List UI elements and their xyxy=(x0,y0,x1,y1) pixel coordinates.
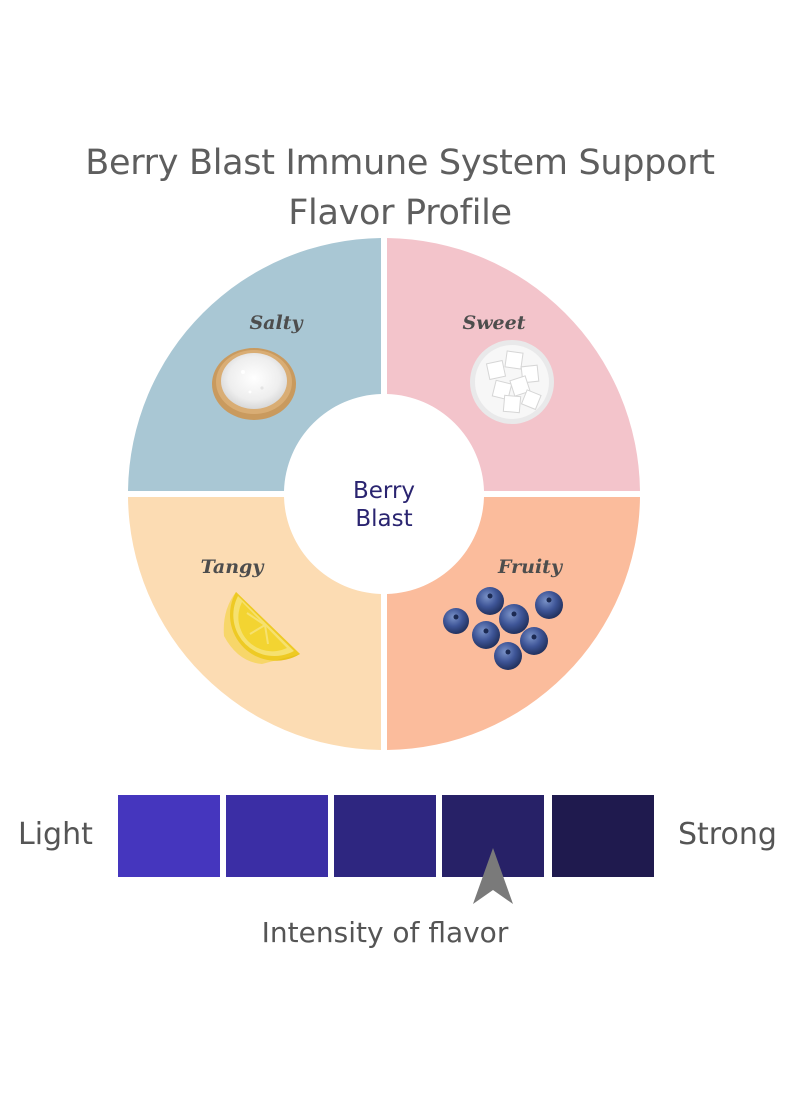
label-sweet: Sweet xyxy=(462,312,525,334)
intensity-level-2 xyxy=(226,795,328,877)
flavor-wheel: Salty Sweet Tangy Fruity xyxy=(128,238,640,750)
label-tangy: Tangy xyxy=(201,556,266,578)
chart-title: Berry Blast Immune System Support Flavor… xyxy=(0,138,800,238)
sugar-cubes-icon xyxy=(470,340,554,424)
intensity-pointer-icon xyxy=(473,848,513,904)
intensity-caption: Intensity of flavor xyxy=(261,916,509,949)
lemon-wedge-icon xyxy=(223,592,300,664)
intensity-high-label: Strong xyxy=(678,817,777,852)
intensity-level-5 xyxy=(552,795,654,877)
center-label-line-2: Blast xyxy=(355,506,412,532)
blueberries-icon xyxy=(443,587,563,670)
intensity-low-label: Light xyxy=(18,817,93,852)
intensity-level-1 xyxy=(118,795,220,877)
title-line-2: Flavor Profile xyxy=(288,193,512,233)
salt-bowl-icon xyxy=(212,348,296,420)
title-line-1: Berry Blast Immune System Support xyxy=(85,143,715,183)
label-salty: Salty xyxy=(249,312,304,334)
intensity-level-3 xyxy=(334,795,436,877)
center-label-line-1: Berry xyxy=(353,478,415,504)
label-fruity: Fruity xyxy=(497,556,564,578)
center-circle xyxy=(287,397,481,591)
